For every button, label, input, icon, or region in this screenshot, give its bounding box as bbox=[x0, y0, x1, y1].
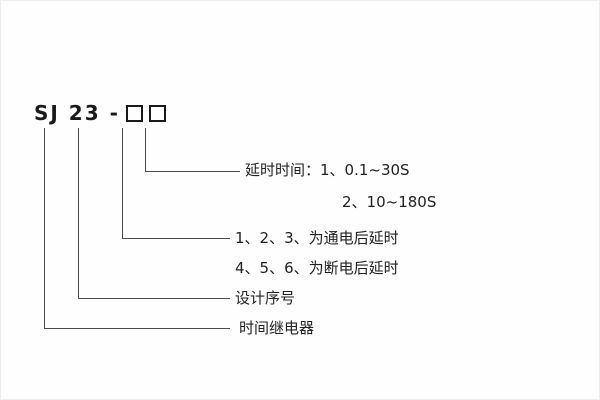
spec-box-1 bbox=[125, 104, 143, 122]
leader-line-design-serial bbox=[78, 128, 230, 299]
label-delay-time-option1: 延时时间：1、0.1~30S bbox=[245, 161, 410, 179]
label-power-on-delay: 1、2、3、为通电后延时 bbox=[235, 229, 399, 247]
label-power-off-delay: 4、5、6、为断电后延时 bbox=[235, 259, 399, 277]
spec-box-2 bbox=[148, 104, 166, 122]
model-code-row: SJ 23 - bbox=[34, 101, 166, 125]
label-time-relay: 时间继电器 bbox=[239, 319, 315, 337]
leader-line-power-delay bbox=[122, 128, 230, 239]
label-delay-time-option2: 2、10~180S bbox=[342, 193, 437, 211]
label-design-serial: 设计序号 bbox=[235, 289, 296, 307]
model-code: SJ 23 - bbox=[34, 101, 120, 125]
leader-line-time-relay bbox=[44, 128, 230, 329]
leader-line-delay-time bbox=[145, 128, 240, 172]
